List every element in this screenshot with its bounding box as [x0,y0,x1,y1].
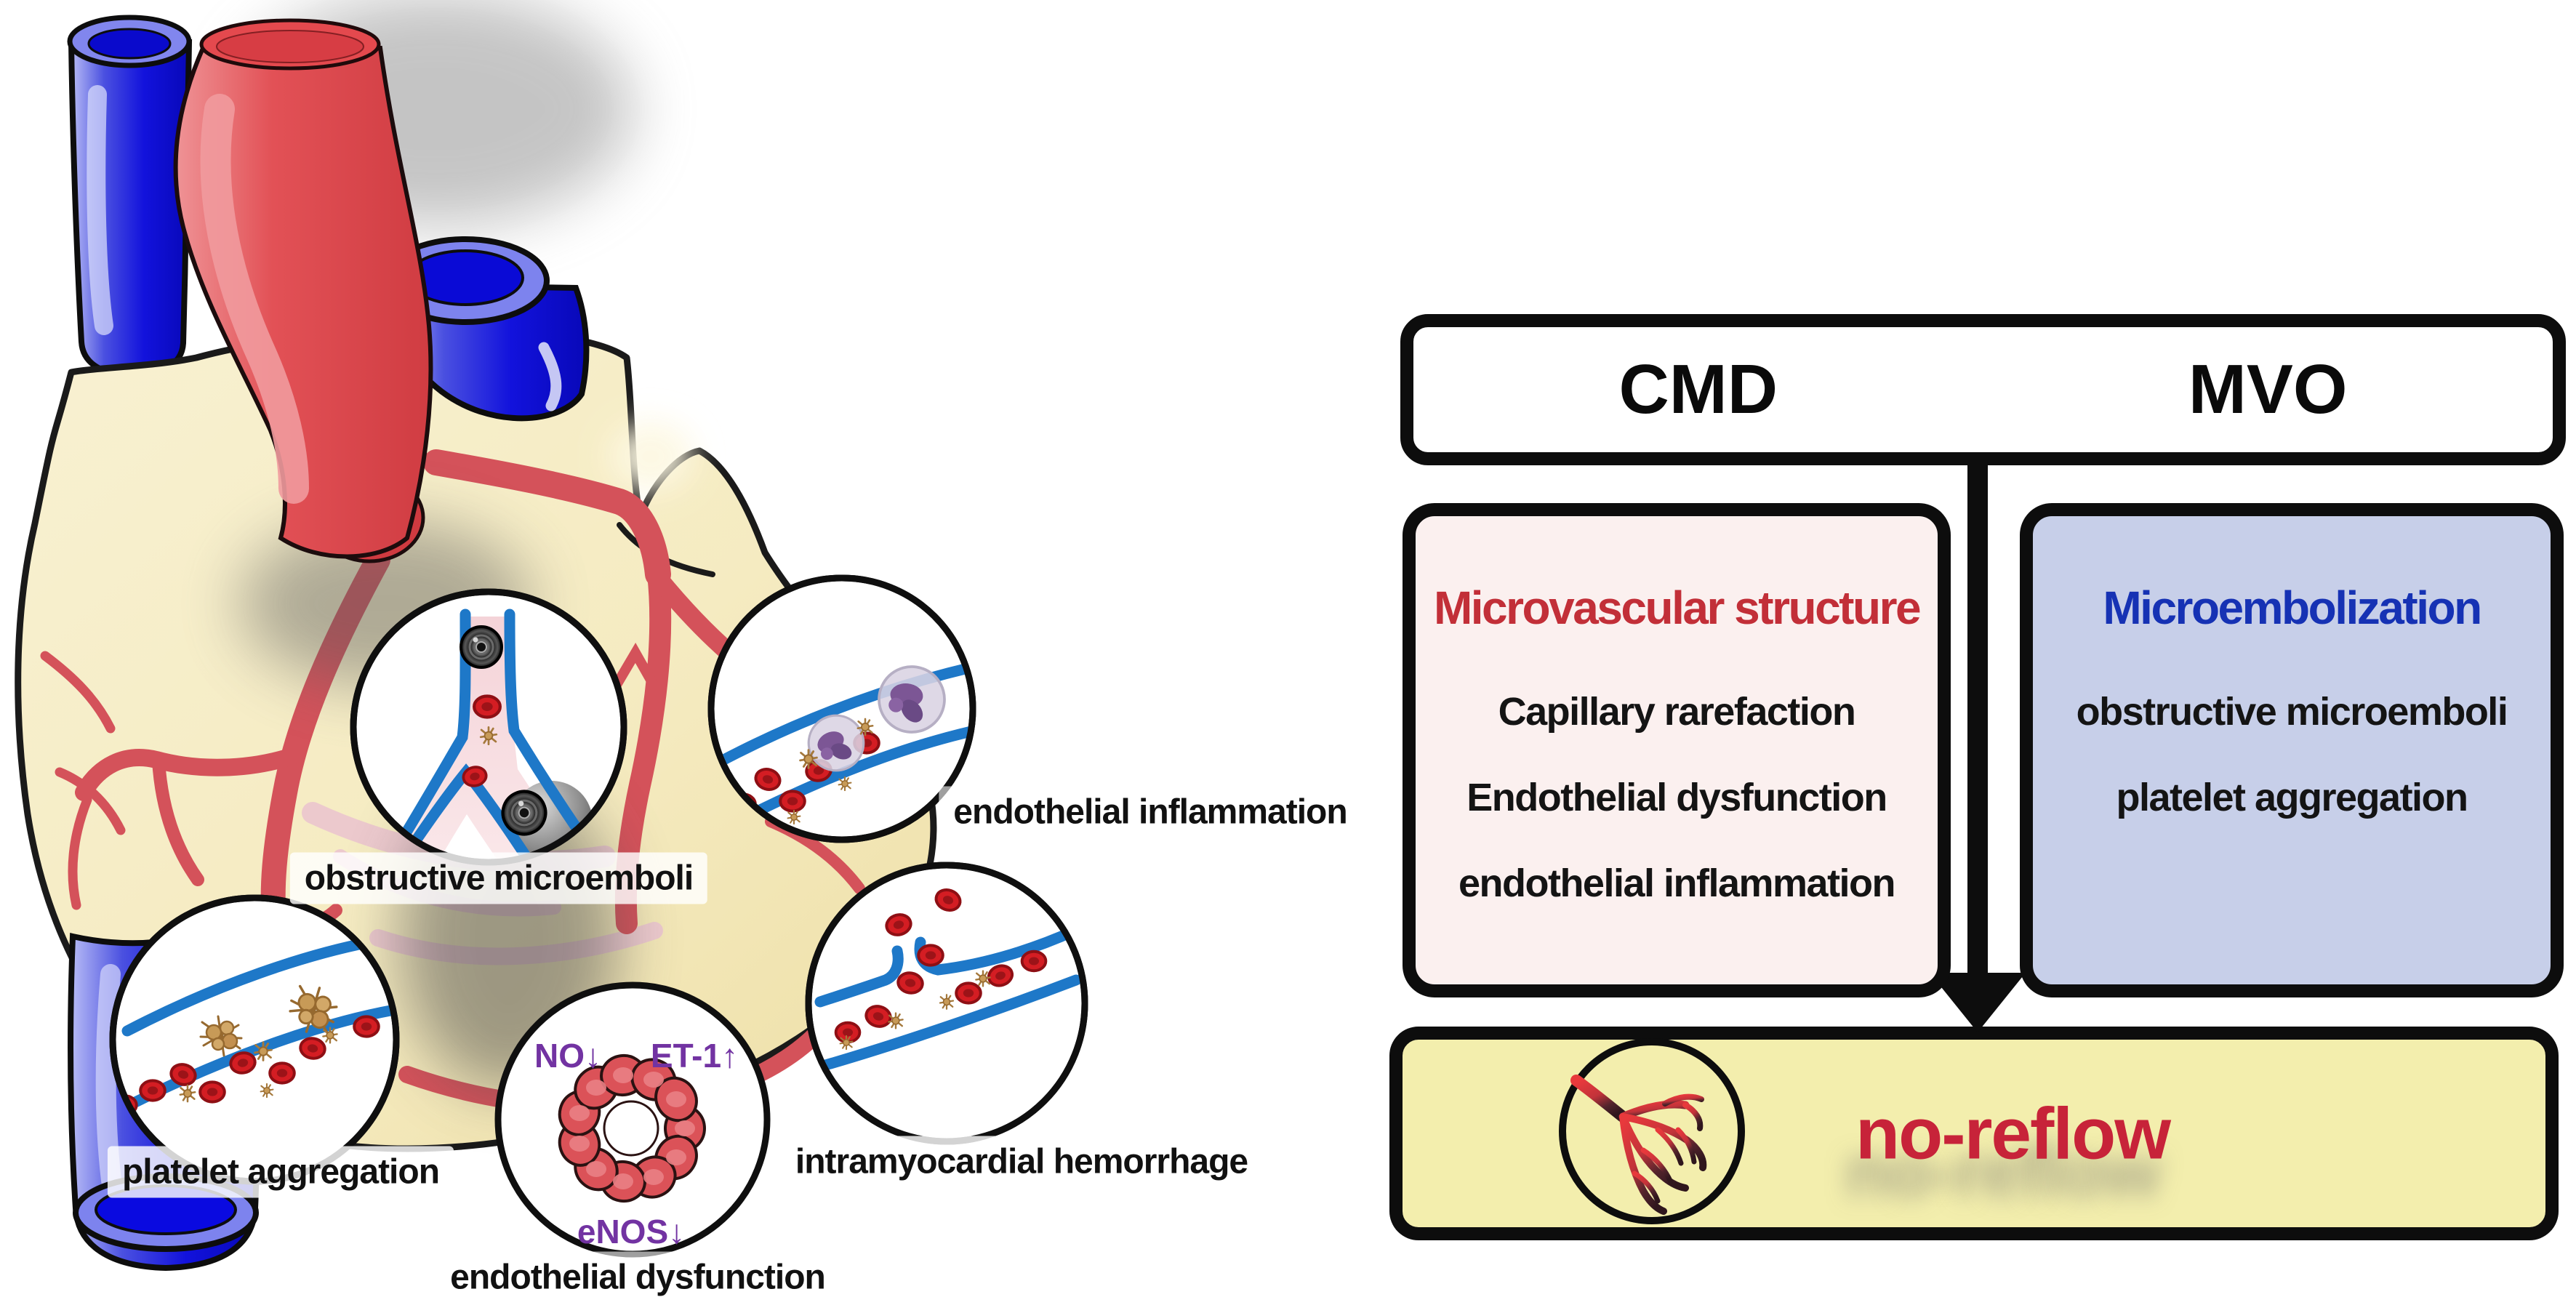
label-endothelial-inflammation: endothelial inflammation [939,786,1362,838]
cmd-label: CMD [1618,350,1778,428]
mvo-label: MVO [2188,350,2348,428]
cmd-box-title: Microvascular structure [1433,582,1922,634]
marker-enos-down: eNOS↓ [577,1213,686,1250]
heart-illustration [15,0,1088,1272]
label-platelet-aggregation: platelet aggregation [107,1146,454,1198]
callout-intramyocardial-hemorrhage-icon [805,862,1088,1145]
callout-endothelial-dysfunction-icon [494,981,771,1258]
no-reflow-vessel-icon [1559,1038,1745,1224]
cmd-box-item: Endothelial dysfunction [1466,776,1887,819]
cmd-box-item: endothelial inflammation [1458,862,1896,905]
cmd-mechanisms-box: Microvascular structure Capillary rarefa… [1403,503,1951,997]
callout-endothelial-inflammation-icon [707,574,976,843]
flow-arrow-shaft [1967,462,1988,976]
callout-platelet-aggregation-icon [109,894,400,1185]
mvo-box-title: Microembolization [2103,582,2482,634]
label-intramyocardial-hemorrhage: intramyocardial hemorrhage [780,1136,1263,1188]
mvo-mechanisms-box: Microembolization obstructive microembol… [2020,503,2564,997]
superior-vena-cava [67,15,193,379]
cmd-mvo-header-box: CMD MVO [1400,314,2566,465]
aorta [173,18,433,563]
mvo-box-item: platelet aggregation [2116,776,2468,819]
cmd-box-item: Capillary rarefaction [1498,690,1856,734]
no-reflow-label: no-reflow [1855,1093,2171,1175]
label-obstructive-microemboli: obstructive microemboli [289,852,708,904]
mvo-box-item: obstructive microemboli [2076,690,2508,734]
marker-et1-up: ET-1↑ [650,1037,739,1075]
marker-no-down: NO↓ [534,1037,601,1075]
no-reflow-outcome-box [1389,1027,2559,1240]
callout-obstructive-microemboli-icon [350,588,627,866]
vessel-ring [558,1053,706,1203]
label-endothelial-dysfunction: endothelial dysfunction [436,1251,840,1304]
